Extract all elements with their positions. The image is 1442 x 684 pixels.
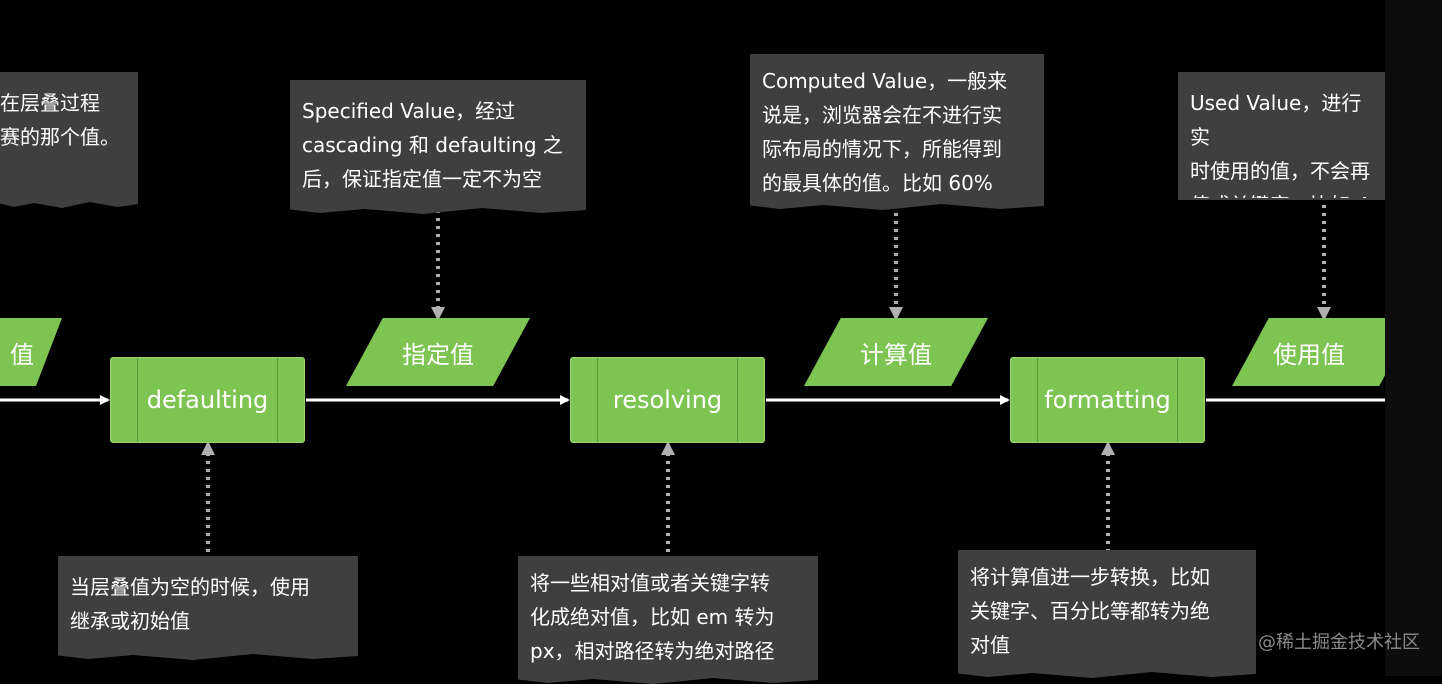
value-label: 指定值	[402, 340, 474, 369]
value-cascaded: 值	[0, 318, 62, 386]
note-cascaded-value: 在层叠过程 赛的那个值。	[0, 72, 138, 200]
note-resolving: 将一些相对值或者关键字转 化成绝对值，比如 em 转为 px，相对路径转为绝对路…	[518, 556, 818, 676]
process-formatting: formatting	[1010, 357, 1205, 443]
note-used-value: Used Value，进行实 时使用的值，不会再 值或关键字。比如 4	[1178, 72, 1385, 200]
note-computed-value: Computed Value，一般来 说是，浏览器会在不进行实 际布局的情况下，…	[750, 54, 1044, 202]
right-edge-band	[1385, 0, 1442, 676]
note-specified-value: Specified Value，经过 cascading 和 defaultin…	[290, 80, 586, 206]
value-label: 值	[10, 340, 34, 369]
process-defaulting: defaulting	[110, 357, 305, 443]
watermark: @稀土掘金技术社区	[1258, 632, 1420, 653]
value-computed: 计算值	[804, 318, 988, 386]
process-label: resolving	[612, 386, 723, 414]
value-label: 计算值	[860, 340, 932, 369]
process-resolving: resolving	[570, 357, 765, 443]
note-formatting: 将计算值进一步转换，比如 关键字、百分比等都转为绝 对值	[958, 550, 1256, 670]
value-specified: 指定值	[346, 318, 530, 386]
process-label: defaulting	[146, 386, 269, 414]
value-label: 使用值	[1273, 340, 1345, 369]
process-label: formatting	[1044, 386, 1171, 414]
note-defaulting: 当层叠值为空的时候，使用 继承或初始值	[58, 556, 358, 652]
